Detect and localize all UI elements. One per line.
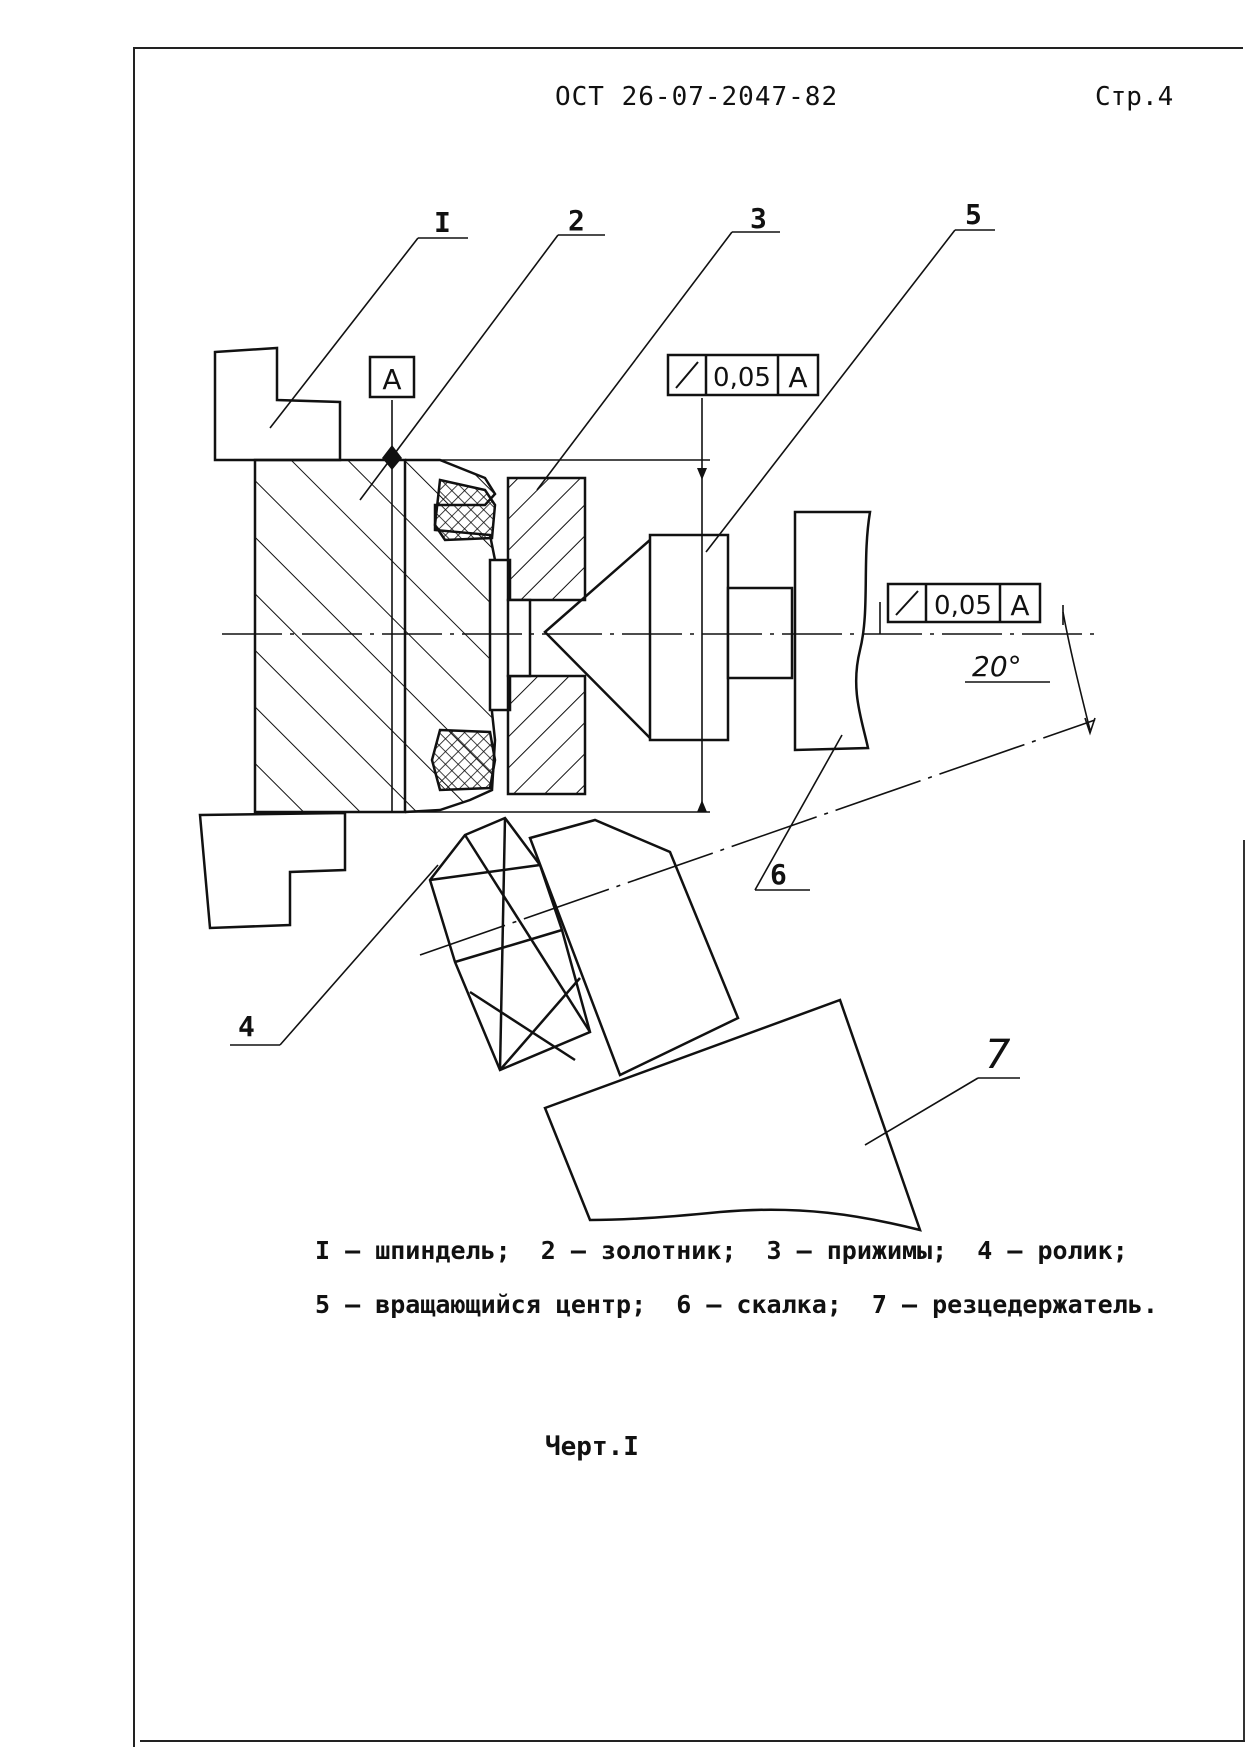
- angle-label: 20°: [972, 650, 1022, 683]
- datum-frame: [368, 355, 416, 399]
- document-code: ОСТ 26-07-2047-82: [555, 82, 839, 112]
- callout-7: 7: [985, 1032, 1011, 1078]
- callout-6: 6: [770, 858, 787, 891]
- skalka: [793, 510, 872, 752]
- legend-line-1: I – шпиндель; 2 – золотник; 3 – прижимы;…: [315, 1236, 1128, 1265]
- rotating-center-body: [648, 533, 730, 742]
- leader-4: [279, 864, 439, 1046]
- figure-caption: Черт.I: [545, 1432, 639, 1462]
- spindle-upper-jaw: [213, 346, 342, 462]
- tolerance-frame-right: [886, 582, 1042, 624]
- callout-4: 4: [238, 1010, 255, 1043]
- spool-body: [253, 458, 407, 814]
- seal-ring-upper: [433, 478, 497, 542]
- callout-1: I: [434, 206, 451, 239]
- leader-5: [705, 229, 956, 553]
- clamp-lower: [506, 674, 587, 796]
- page-number: Стр.4: [1095, 82, 1174, 112]
- tolerance-frame-top: [666, 353, 820, 397]
- angle-arc: [1062, 611, 1091, 731]
- spindle-lower-jaw: [198, 811, 347, 930]
- callout-3: 3: [750, 202, 767, 235]
- callout-2: 2: [568, 204, 585, 237]
- leader-7: [864, 1077, 979, 1146]
- tolerance-top-datum: A: [788, 361, 807, 394]
- leader-1: [269, 237, 419, 429]
- leader-6: [754, 734, 843, 891]
- datum-label: A: [382, 363, 401, 396]
- tolerance-right-value: 0,05: [934, 591, 992, 621]
- frame-top-border: [133, 47, 1243, 49]
- seal-ring-lower: [430, 728, 497, 792]
- tolerance-right-datum: A: [1010, 589, 1029, 622]
- tolerance-top-value: 0,05: [713, 363, 771, 393]
- frame-right-border: [1243, 840, 1245, 1740]
- leader-3: [536, 231, 733, 491]
- frame-bottom-border: [140, 1740, 1245, 1742]
- rotating-center-cone: [543, 539, 651, 739]
- legend-line-2: 5 – вращающийся центр; 6 – скалка; 7 – р…: [315, 1290, 1158, 1319]
- callout-5: 5: [965, 198, 982, 231]
- rotating-center-shaft: [726, 586, 794, 680]
- tool-holder: [543, 998, 922, 1232]
- roller-holder: [528, 818, 740, 1077]
- clamp-upper: [506, 476, 587, 602]
- roller-axis: [419, 719, 1096, 956]
- frame-left-border: [133, 47, 135, 1747]
